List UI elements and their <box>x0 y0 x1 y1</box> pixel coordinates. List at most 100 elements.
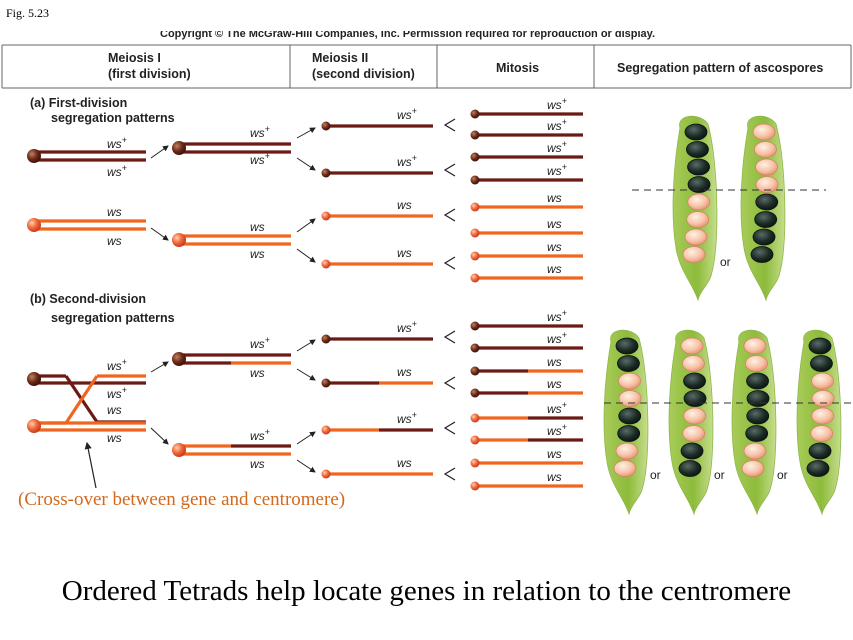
dark-spore <box>680 442 704 460</box>
light-spore <box>618 372 641 390</box>
dark-spore <box>755 193 779 211</box>
allele-label: ws+ <box>107 163 127 179</box>
centromere <box>470 175 480 185</box>
centromere <box>470 228 480 238</box>
centromere <box>470 388 480 398</box>
cross-over-caption: (Cross-over between gene and centromere) <box>18 489 346 510</box>
centromere <box>470 109 480 119</box>
arrow <box>296 459 316 473</box>
allele-label: ws+ <box>107 357 127 373</box>
dark-spore <box>683 372 706 390</box>
allele-label: ws+ <box>547 400 567 416</box>
arrow <box>296 218 316 233</box>
dark-spore <box>617 355 640 372</box>
dark-spore <box>684 123 708 141</box>
light-spore <box>752 123 776 141</box>
allele-label: ws <box>397 456 412 470</box>
arrow <box>150 361 169 373</box>
allele-label: ws+ <box>250 427 270 443</box>
allele-label: ws+ <box>547 96 567 112</box>
allele-label: ws <box>547 262 562 276</box>
allele-label: ws <box>547 377 562 391</box>
light-spore <box>755 176 779 193</box>
dark-spore <box>752 228 776 246</box>
light-spore <box>682 355 705 372</box>
dark-spore <box>617 425 641 442</box>
centromere <box>321 425 331 435</box>
centromere <box>321 259 331 269</box>
light-spore <box>687 193 711 211</box>
ascus-second-1 <box>603 329 649 516</box>
centromere <box>470 321 480 331</box>
header-meiosis-1-title: Meiosis I <box>108 51 161 65</box>
dark-spore <box>687 158 710 176</box>
light-spore <box>682 425 706 442</box>
dark-spore <box>806 460 830 477</box>
section-a-title: (a) First-division <box>30 96 127 110</box>
dark-spore <box>746 390 770 407</box>
arrow <box>296 157 316 171</box>
allele-label: ws+ <box>107 385 127 401</box>
figure-label: Fig. 5.23 <box>6 6 50 20</box>
copyright-line: Copyright © The McGraw-Hill Companies, I… <box>160 31 656 40</box>
dashed-guides <box>604 189 852 404</box>
centromere <box>470 130 480 140</box>
arrow <box>150 227 169 241</box>
centromere <box>172 141 186 155</box>
allele-label: ws <box>107 205 122 219</box>
section-a-sub: segregation patterns <box>51 111 175 125</box>
or-label: or <box>650 468 661 482</box>
centromere <box>470 251 480 261</box>
centromere <box>321 378 331 388</box>
allele-label: ws <box>250 457 265 471</box>
centromere <box>321 168 331 178</box>
dark-spore <box>678 460 702 477</box>
chromatid-strand <box>64 375 99 424</box>
centromere <box>321 211 331 221</box>
cross-over-pointer-arrow <box>84 441 97 489</box>
light-spore <box>811 407 835 425</box>
arrow <box>296 339 316 352</box>
allele-label: ws <box>250 366 265 380</box>
section-labels: (a) First-division segregation patterns … <box>30 96 175 325</box>
allele-label: ws+ <box>547 422 567 438</box>
section-b-title: (b) Second-division <box>30 292 146 306</box>
light-spore <box>755 158 778 176</box>
or-label: or <box>777 468 788 482</box>
dark-spore <box>683 390 707 407</box>
centromere <box>321 469 331 479</box>
light-spore <box>683 407 707 425</box>
allele-label: ws+ <box>250 151 270 167</box>
centromere <box>27 372 41 386</box>
centromere <box>27 419 41 433</box>
split-chevron <box>443 208 456 222</box>
or-label: or <box>720 255 731 269</box>
allele-label: ws <box>547 470 562 484</box>
dark-spore <box>750 246 774 263</box>
allele-label: ws <box>547 447 562 461</box>
light-spore <box>811 372 834 390</box>
allele-label: ws <box>547 355 562 369</box>
dark-spore <box>686 141 709 158</box>
light-spore <box>811 390 835 407</box>
split-chevron <box>443 376 456 390</box>
header-meiosis-2-sub: (second division) <box>312 67 415 81</box>
allele-label: ws <box>107 403 122 417</box>
light-spore <box>754 141 777 158</box>
split-chevron <box>443 330 456 344</box>
light-spore <box>682 246 706 263</box>
centromere <box>27 149 41 163</box>
allele-label: ws <box>397 246 412 260</box>
chromosome-layer: ws+ ws+ ws ws ws+ ws+ ws ws ws+ ws+ ws ws ws+ ws+ ws+ w… <box>27 96 583 491</box>
allele-label: ws <box>250 247 265 261</box>
allele-label: ws+ <box>547 139 567 155</box>
allele-label: ws+ <box>107 135 127 151</box>
allele-label: ws <box>107 234 122 248</box>
allele-label: ws+ <box>397 319 417 335</box>
light-spore <box>613 460 637 477</box>
allele-label: ws+ <box>397 410 417 426</box>
centromere <box>470 435 480 445</box>
split-chevron <box>443 118 456 132</box>
allele-label: ws+ <box>397 153 417 169</box>
allele-label: ws+ <box>547 330 567 346</box>
